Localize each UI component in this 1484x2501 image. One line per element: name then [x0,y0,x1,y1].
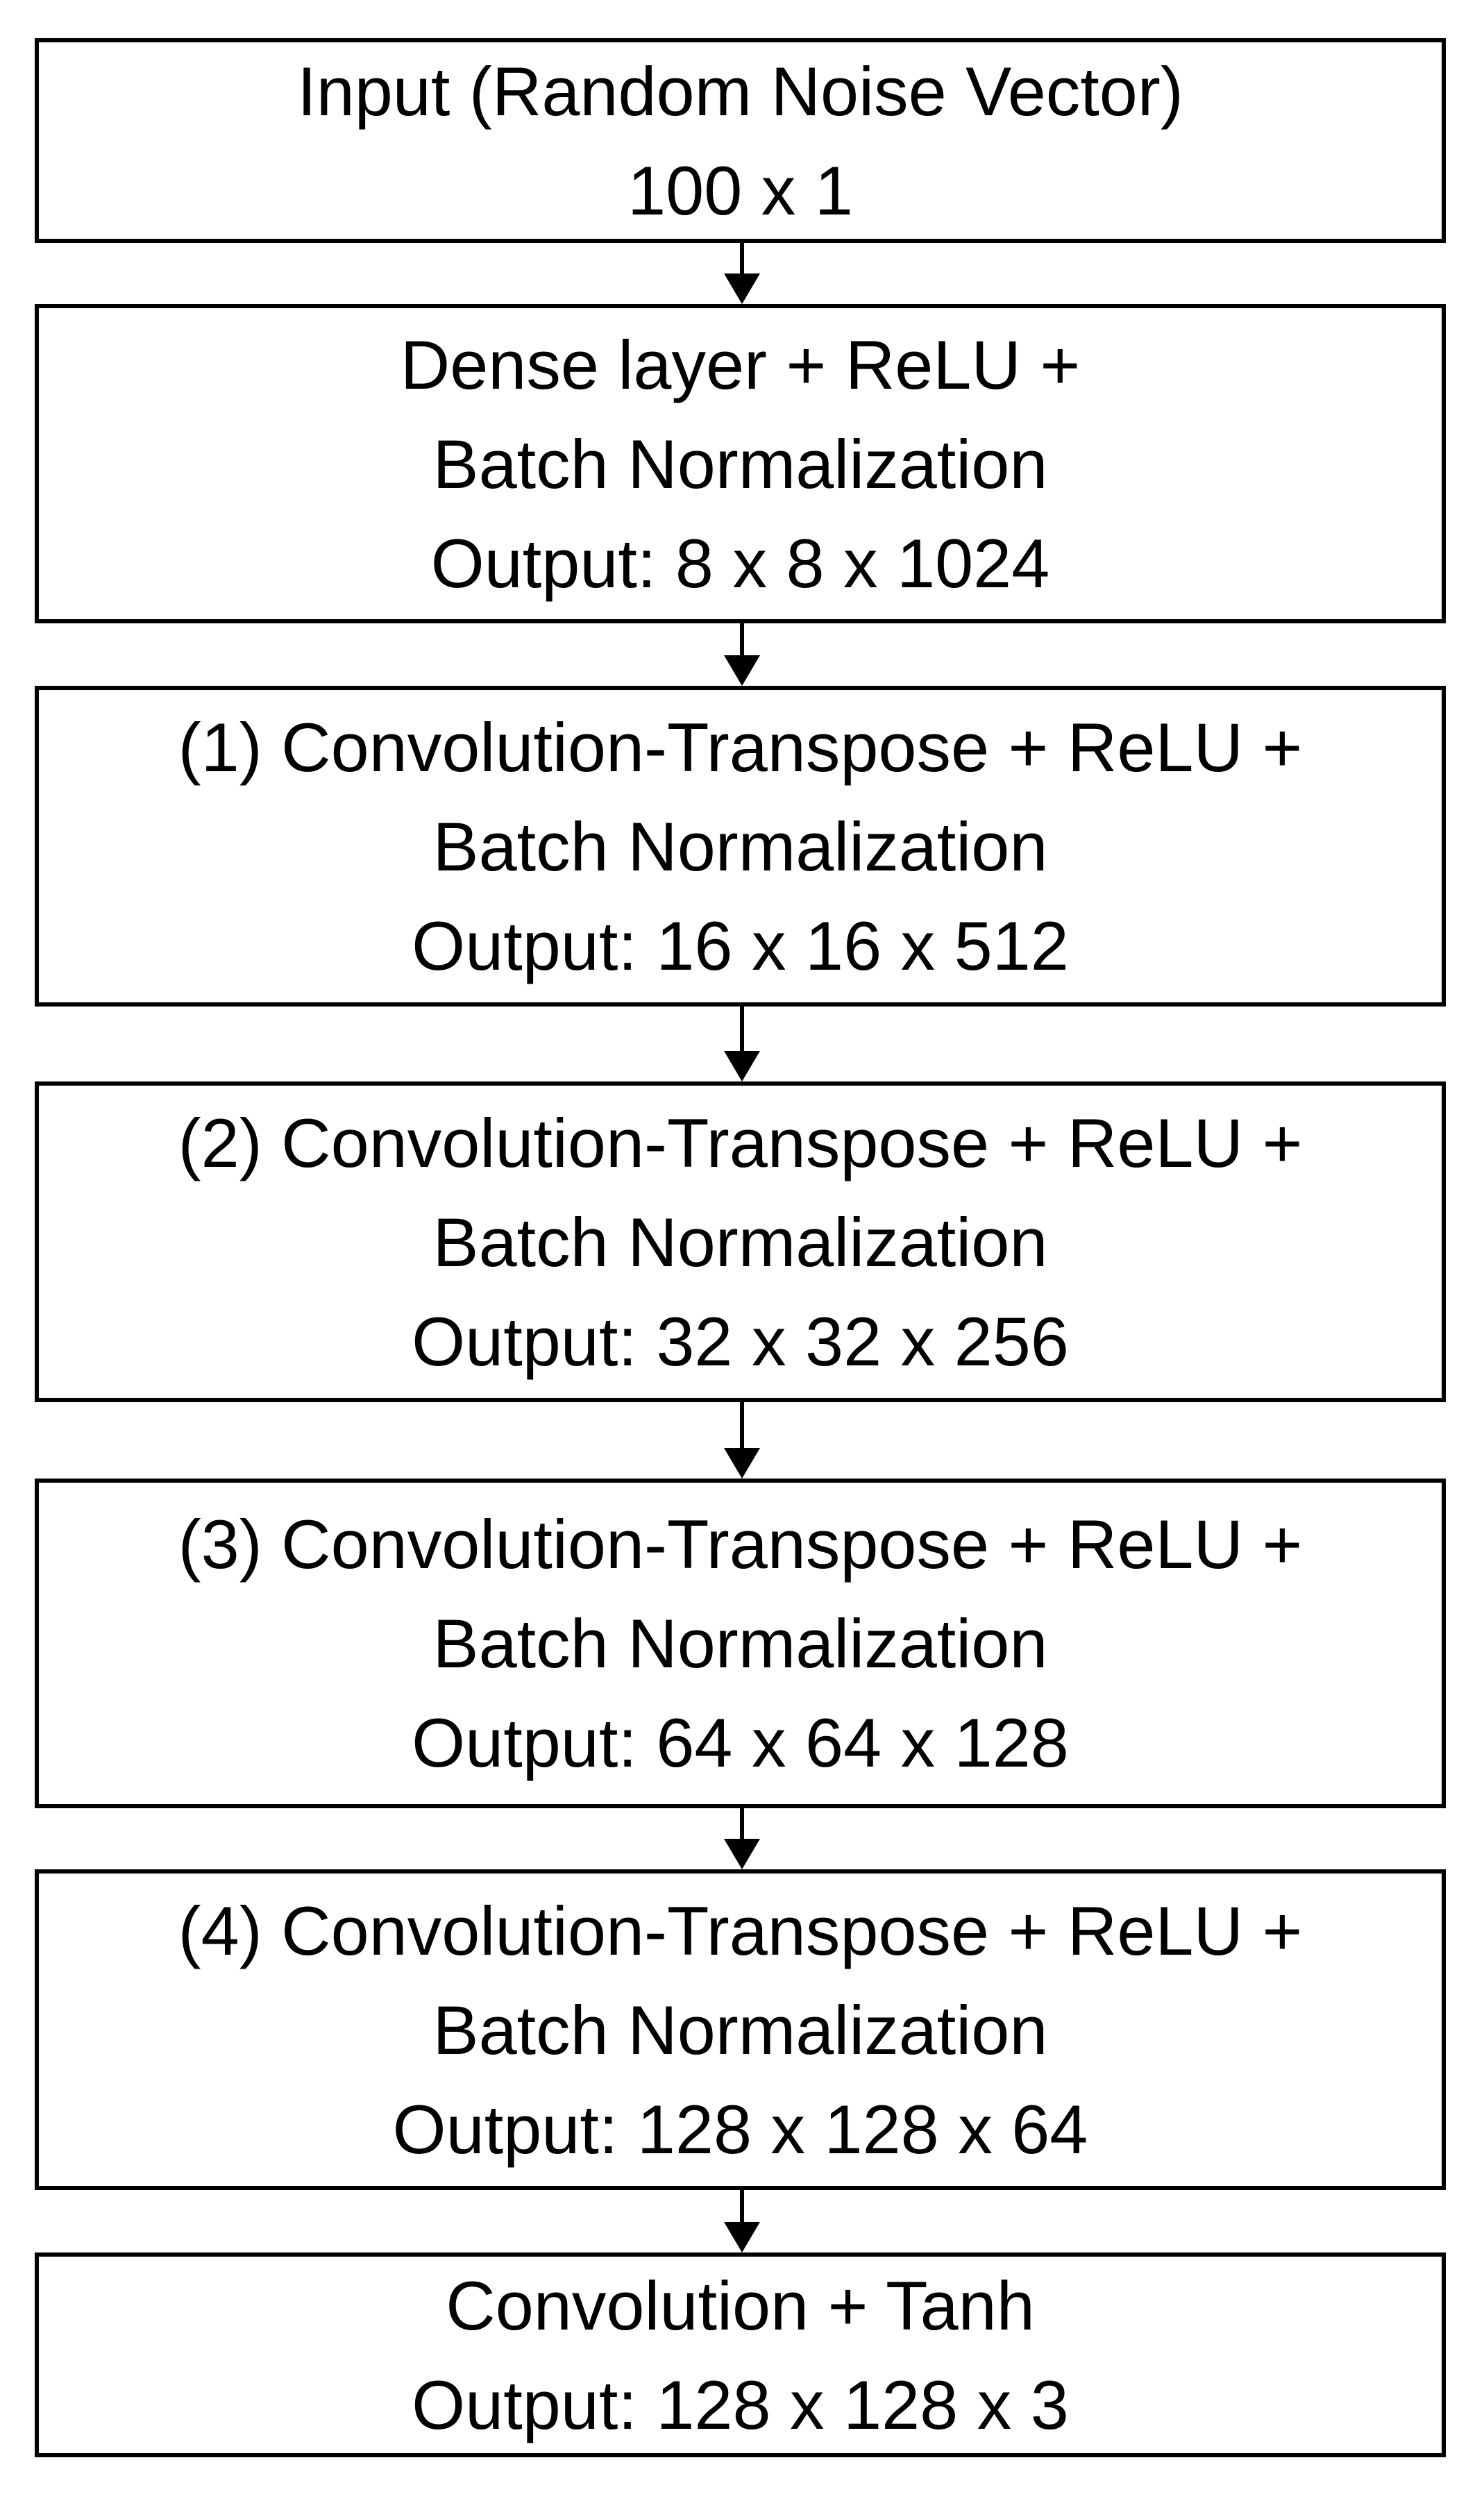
conv-tanh-node: Convolution + Tanh Output: 128 x 128 x 3 [35,2252,1446,2457]
convt-2-node-line-1: (2) Convolution-Transpose + ReLU + [178,1104,1303,1181]
conv-tanh-node-line-1: Convolution + Tanh [446,2266,1035,2344]
dense-layer-node: Dense layer + ReLU + Batch Normalization… [35,304,1446,623]
arrow-convt-2-to-convt-3 [724,1402,760,1479]
dense-layer-node-line-1: Dense layer + ReLU + [400,326,1081,403]
convt-2-node: (2) Convolution-Transpose + ReLU + Batch… [35,1081,1446,1402]
convt-4-node-line-1: (4) Convolution-Transpose + ReLU + [178,1892,1303,1969]
dense-layer-node-line-3: Output: 8 x 8 x 1024 [430,524,1050,602]
arrow-dense-to-convt-1 [724,623,760,686]
convt-4-node-line-2: Batch Normalization [432,1991,1048,2069]
arrow-input-to-dense [724,243,760,304]
convt-4-node-line-3: Output: 128 x 128 x 64 [392,2090,1088,2168]
dense-layer-node-line-2: Batch Normalization [432,425,1048,503]
convt-1-node-line-2: Batch Normalization [432,807,1048,885]
convt-3-node-line-3: Output: 64 x 64 x 128 [412,1704,1069,1781]
arrow-convt-1-to-convt-2 [724,1007,760,1081]
convt-3-node-line-2: Batch Normalization [432,1605,1048,1682]
conv-tanh-node-line-2: Output: 128 x 128 x 3 [412,2366,1069,2443]
convt-4-node: (4) Convolution-Transpose + ReLU + Batch… [35,1869,1446,2190]
convt-1-node-line-3: Output: 16 x 16 x 512 [412,907,1069,984]
input-node-line-2: 100 x 1 [627,151,853,229]
input-node: Input (Random Noise Vector) 100 x 1 [35,38,1446,243]
convt-3-node-line-1: (3) Convolution-Transpose + ReLU + [178,1506,1303,1583]
convt-1-node: (1) Convolution-Transpose + ReLU + Batch… [35,686,1446,1007]
arrow-convt-3-to-convt-4 [724,1808,760,1869]
convt-2-node-line-2: Batch Normalization [432,1203,1048,1281]
convt-2-node-line-3: Output: 32 x 32 x 256 [412,1302,1069,1380]
input-node-line-1: Input (Random Noise Vector) [297,52,1183,130]
convt-3-node: (3) Convolution-Transpose + ReLU + Batch… [35,1479,1446,1808]
arrow-convt-4-to-conv-tanh [724,2190,760,2252]
convt-1-node-line-1: (1) Convolution-Transpose + ReLU + [178,708,1303,786]
